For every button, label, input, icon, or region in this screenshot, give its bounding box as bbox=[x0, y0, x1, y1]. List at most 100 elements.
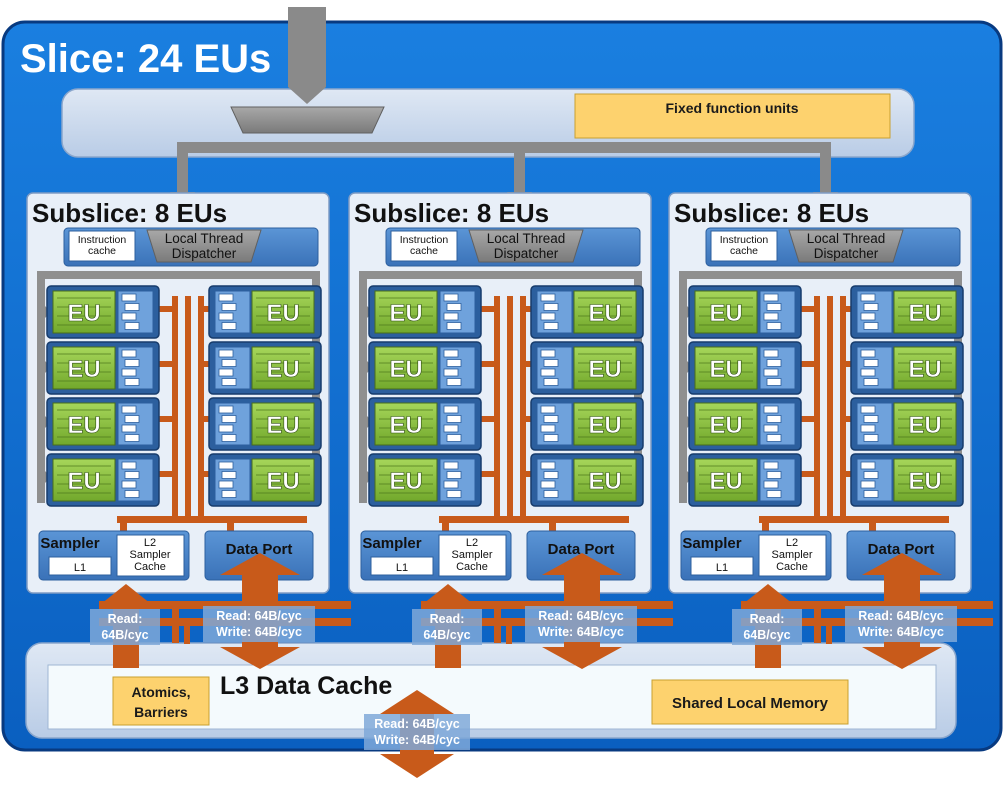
l2-sampler-cache-box bbox=[116, 534, 185, 577]
eu-register-slot bbox=[763, 349, 779, 358]
eu-register-slot bbox=[121, 312, 137, 321]
bus-drop bbox=[814, 601, 821, 643]
instruction-cache-label-line2: cache bbox=[730, 245, 758, 257]
eu-register-slot bbox=[121, 424, 137, 433]
data-port-write-label: Write: 64B/cyc bbox=[538, 625, 624, 639]
eu-label: EU bbox=[709, 412, 742, 439]
slice-title: Slice: 24 EUs bbox=[20, 37, 271, 81]
eu-register-slot bbox=[221, 434, 237, 442]
data-port-write-label: Write: 64B/cyc bbox=[216, 625, 302, 639]
data-port-label: Data Port bbox=[226, 541, 293, 558]
eu-data-to-dataport bbox=[227, 516, 234, 536]
eu-register-slot bbox=[443, 480, 459, 489]
eu-register-slot bbox=[124, 378, 140, 386]
eu-unit: EU bbox=[850, 397, 964, 451]
eu-register-slot bbox=[766, 415, 782, 423]
sampler-read-label-line2: 64B/cyc bbox=[101, 628, 148, 642]
eu-register-slot bbox=[860, 368, 876, 377]
instruction-cache-box bbox=[390, 230, 458, 262]
data-port-read-label: Read: 64B/cyc bbox=[538, 609, 624, 623]
local-thread-dispatcher bbox=[788, 229, 904, 263]
eu-register-slot bbox=[221, 303, 237, 311]
eu-register-slot bbox=[446, 471, 462, 479]
eu-register-slot bbox=[763, 461, 779, 470]
eu-register-slot bbox=[863, 434, 879, 442]
instruction-cache-label-line1: Instruction bbox=[78, 234, 127, 246]
eu-register-slot bbox=[763, 293, 779, 302]
eu-register-slot bbox=[121, 368, 137, 377]
eu-register-slot bbox=[863, 415, 879, 423]
eu-data-right-stub bbox=[846, 361, 851, 367]
eu-register-slot bbox=[121, 405, 137, 414]
eu-unit: EU bbox=[368, 453, 482, 507]
data-port-read-label: Read: 64B/cyc bbox=[858, 609, 944, 623]
eu-register-slot bbox=[218, 424, 234, 433]
eu-register-slot bbox=[766, 490, 782, 498]
eu-data-vertical bbox=[840, 296, 846, 516]
eu-label: EU bbox=[266, 412, 299, 439]
eu-register-slot bbox=[218, 368, 234, 377]
eu-data-right-stub bbox=[526, 416, 531, 422]
subslice-title: Subslice: 8 EUs bbox=[32, 198, 227, 228]
eu-unit: EU bbox=[208, 341, 322, 395]
eu-register-slot bbox=[221, 471, 237, 479]
sampler-label: Sampler bbox=[40, 535, 99, 552]
eu-label: EU bbox=[389, 468, 422, 495]
eu-register-slot bbox=[543, 471, 559, 479]
instruction-cache-label-line2: cache bbox=[410, 245, 438, 257]
l2-label-line2: Sampler bbox=[772, 549, 813, 561]
eu-register-slot bbox=[221, 415, 237, 423]
dispatch-top-line bbox=[359, 271, 641, 279]
eu-data-vertical bbox=[814, 296, 820, 516]
eu-label: EU bbox=[709, 468, 742, 495]
l3-title: L3 Data Cache bbox=[220, 672, 392, 700]
subslice-title: Subslice: 8 EUs bbox=[674, 198, 869, 228]
eu-data-vertical bbox=[494, 296, 500, 516]
dispatcher-label-line2: Dispatcher bbox=[814, 246, 879, 261]
data-port-rw-box bbox=[525, 606, 637, 642]
eu-data-right-stub bbox=[526, 471, 531, 477]
eu-register-slot bbox=[446, 434, 462, 442]
eu-label: EU bbox=[67, 300, 100, 327]
eu-label: EU bbox=[67, 412, 100, 439]
eu-data-vertical bbox=[185, 296, 191, 516]
eu-data-right-stub bbox=[204, 361, 209, 367]
atomics-box bbox=[112, 676, 210, 726]
l2-label-line3: Cache bbox=[776, 561, 808, 573]
eu-unit: EU bbox=[688, 285, 802, 339]
eu-register-slot bbox=[766, 471, 782, 479]
dispatcher-label-line2: Dispatcher bbox=[494, 246, 559, 261]
instruction-cache-label-line1: Instruction bbox=[400, 234, 449, 246]
instruction-cache-box bbox=[68, 230, 136, 262]
eu-register-slot bbox=[540, 349, 556, 358]
eu-unit: EU bbox=[368, 397, 482, 451]
l1-box bbox=[48, 556, 112, 576]
sampler-read-label-line2: 64B/cyc bbox=[743, 628, 790, 642]
eu-register-slot bbox=[763, 424, 779, 433]
eu-register-slot bbox=[121, 293, 137, 302]
sampler-read-box bbox=[90, 609, 160, 645]
bus-drop bbox=[184, 618, 190, 644]
eu-register-slot bbox=[446, 490, 462, 498]
dispatch-top-line bbox=[37, 271, 319, 279]
bus-line-top bbox=[741, 601, 993, 609]
eu-register-slot bbox=[446, 322, 462, 330]
bus-line-top bbox=[99, 601, 351, 609]
eu-register-slot bbox=[860, 424, 876, 433]
eu-label: EU bbox=[908, 300, 941, 327]
eu-register-slot bbox=[540, 293, 556, 302]
eu-register-slot bbox=[443, 461, 459, 470]
data-port-rw-box bbox=[203, 606, 315, 642]
eu-register-slot bbox=[218, 405, 234, 414]
dispatch-left-line bbox=[359, 271, 367, 503]
eu-register-slot bbox=[221, 490, 237, 498]
eu-register-slot bbox=[124, 490, 140, 498]
atomics-label-line2: Barriers bbox=[134, 704, 188, 720]
sampler-read-box bbox=[412, 609, 482, 645]
data-port-rw-box bbox=[845, 606, 957, 642]
eu-register-slot bbox=[540, 405, 556, 414]
eu-data-right-stub bbox=[526, 306, 531, 312]
dispatch-left-line bbox=[37, 271, 45, 503]
